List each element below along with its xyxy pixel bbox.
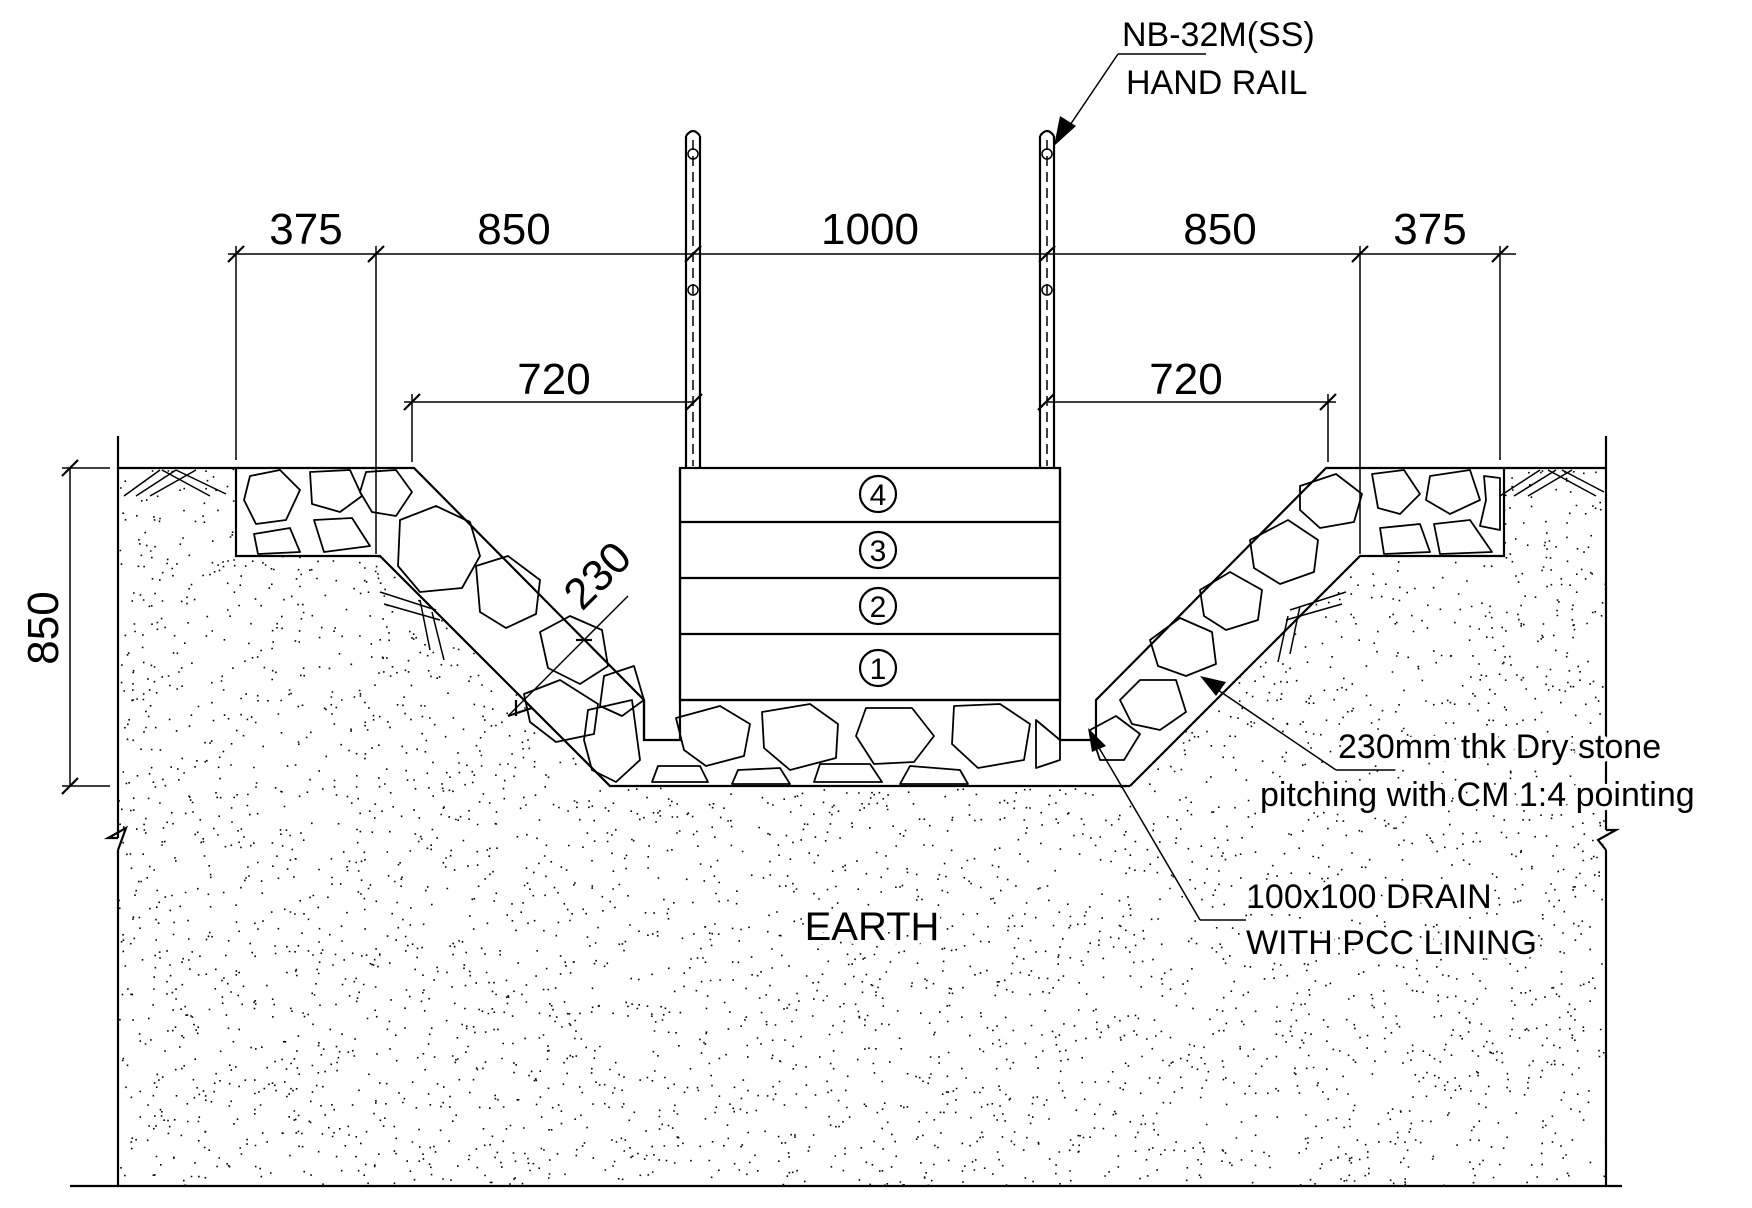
drain-leader xyxy=(1088,728,1246,921)
hand-rail-right xyxy=(1038,129,1056,468)
handrail-label-line1: NB-32M(SS) xyxy=(1122,16,1315,54)
hand-rail-left xyxy=(684,129,702,468)
depth-dimension: 850 xyxy=(15,459,110,795)
course-number-3: 3 xyxy=(870,535,887,568)
inner-dimensions: 720 720 xyxy=(403,351,1337,462)
dimension-1000: 1000 xyxy=(821,205,919,254)
earth-fill xyxy=(118,468,1606,1186)
handrail-label-line2: HAND RAIL xyxy=(1126,64,1307,102)
dimension-850-depth: 850 xyxy=(19,591,68,664)
top-dimension-chain: 375 850 1000 850 375 xyxy=(227,201,1516,554)
course-number-1: 1 xyxy=(870,653,887,686)
course-number-4: 4 xyxy=(870,479,887,512)
dimension-375-right: 375 xyxy=(1393,205,1466,254)
dimension-230: 230 xyxy=(554,532,641,619)
pitching-leader xyxy=(1200,676,1394,771)
drain-label-line2: WITH PCC LINING xyxy=(1246,924,1537,962)
earth-label: EARTH xyxy=(805,905,940,949)
dimension-850-left: 850 xyxy=(477,205,550,254)
handrail-leader xyxy=(1054,53,1206,146)
ground-hatch xyxy=(123,469,1605,663)
dimension-720-right: 720 xyxy=(1149,355,1222,404)
pitching-label-line2: pitching with CM 1:4 pointing xyxy=(1260,776,1695,814)
drain-label-line1: 100x100 DRAIN xyxy=(1246,878,1492,916)
pitching-label-line1: 230mm thk Dry stone xyxy=(1338,728,1661,766)
stones xyxy=(243,469,1501,785)
masonry-courses: 4 3 2 1 xyxy=(678,466,1062,702)
earth-stipple xyxy=(118,468,1606,1186)
dimension-375-left: 375 xyxy=(269,205,342,254)
ground-outline xyxy=(70,436,1622,1188)
stone-pitching-left xyxy=(234,466,1130,788)
course-number-2: 2 xyxy=(870,591,887,624)
dimension-850-right: 850 xyxy=(1183,205,1256,254)
dimension-720-left: 720 xyxy=(517,355,590,404)
